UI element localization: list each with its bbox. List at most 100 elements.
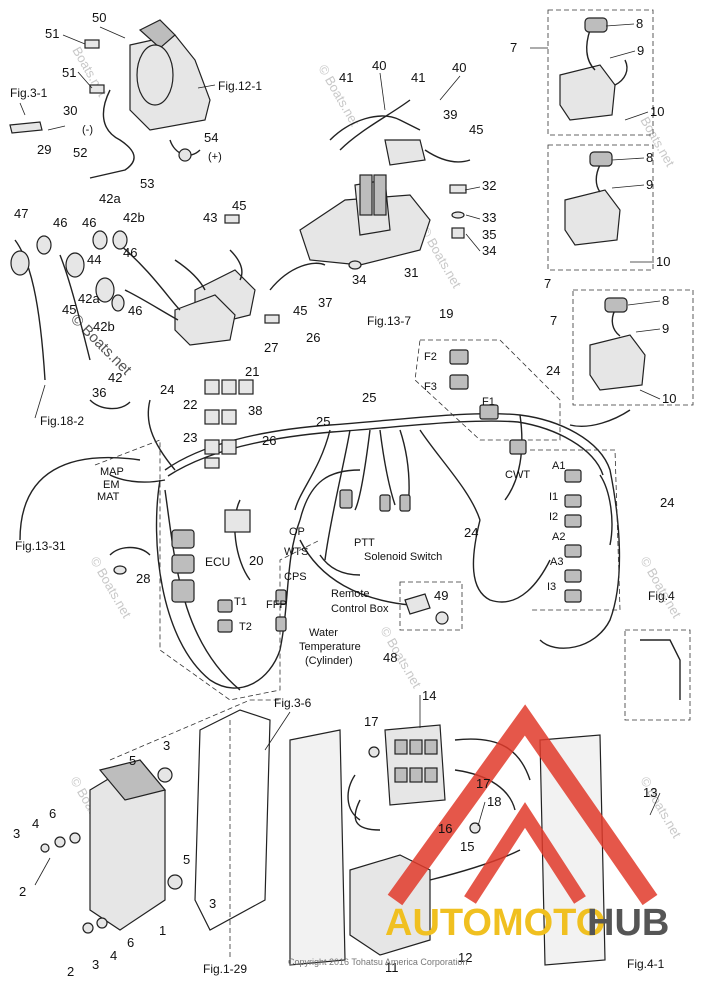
part-number: 4 <box>32 816 39 831</box>
part-number: 3 <box>163 738 170 753</box>
label-cps: CPS <box>284 571 307 583</box>
part-number: 51 <box>45 26 59 41</box>
part-number: 9 <box>646 177 653 192</box>
part-number: 8 <box>636 16 643 31</box>
label-temperature: Temperature <box>299 641 361 653</box>
part-number: 14 <box>422 688 436 703</box>
watermark-text: Boats.net <box>637 114 678 169</box>
label-plus: (+) <box>208 151 222 163</box>
part-number: 15 <box>460 839 474 854</box>
label-mat: MAT <box>97 491 120 503</box>
part-number: 43 <box>203 210 217 225</box>
part-number: 32 <box>482 178 496 193</box>
part-number: 3 <box>92 957 99 972</box>
label-cwt: CWT <box>505 469 530 481</box>
fig-ref: Fig.4-1 <box>627 957 665 971</box>
part-number: 50 <box>92 10 106 25</box>
part-number: 46 <box>53 215 67 230</box>
part-number: 12 <box>458 950 472 965</box>
part-number: 10 <box>656 254 670 269</box>
automotohub-logo: AUTOMOTO HUB <box>385 704 669 944</box>
sensor-connector-group <box>530 449 691 721</box>
part-number: 16 <box>438 821 452 836</box>
part-number: 9 <box>662 321 669 336</box>
part-number: 38 <box>248 403 262 418</box>
part-number: 4 <box>110 948 117 963</box>
fig-ref: Fig.1-29 <box>203 962 247 976</box>
part-number: 31 <box>404 265 418 280</box>
relay-bracket-group <box>299 99 471 270</box>
fig-ref: Fig.18-2 <box>40 414 84 428</box>
part-number: 2 <box>67 964 74 979</box>
label-i2: I2 <box>549 511 558 523</box>
part-number: 6 <box>127 935 134 950</box>
part-number: 46 <box>128 303 142 318</box>
relay-group <box>10 214 326 410</box>
label-op: OP <box>289 526 305 538</box>
part-number: 44 <box>87 252 101 267</box>
label-em: EM <box>103 479 120 491</box>
part-number: 21 <box>245 364 259 379</box>
part-number: 24 <box>160 382 174 397</box>
label-ecu: ECU <box>205 555 230 569</box>
part-number: 30 <box>63 103 77 118</box>
label-f1: F1 <box>482 396 495 408</box>
label-wts: WTS <box>284 546 308 558</box>
label-a1: A1 <box>552 460 565 472</box>
part-number: 6 <box>49 806 56 821</box>
copyright-text: Copyright 2016 Tohatsu America Corporati… <box>288 957 467 967</box>
part-number: 46 <box>82 215 96 230</box>
fig-ref: Fig.12-1 <box>218 79 262 93</box>
part-number: 42b <box>123 210 145 225</box>
figure-references: Fig.3-1 Fig.12-1 Fig.13-7 Fig.18-2 Fig.1… <box>10 79 675 976</box>
ignition-coil-group <box>547 9 694 427</box>
logo-text-hub: HUB <box>587 902 669 944</box>
part-number: 3 <box>13 826 20 841</box>
watermark-text: © Boats.net <box>637 554 684 621</box>
part-number: 42b <box>93 319 115 334</box>
part-number: 24 <box>546 363 560 378</box>
label-map: MAP <box>100 466 124 478</box>
part-number: 51 <box>62 65 76 80</box>
part-number: 5 <box>129 753 136 768</box>
part-number: 52 <box>73 145 87 160</box>
part-number: 41 <box>411 70 425 85</box>
label-a3: A3 <box>550 556 563 568</box>
part-number: 45 <box>232 198 246 213</box>
label-i1: I1 <box>549 491 558 503</box>
part-number: 2 <box>19 884 26 899</box>
part-number: 47 <box>14 206 28 221</box>
part-number: 25 <box>316 414 330 429</box>
part-number: 7 <box>550 313 557 328</box>
label-i3: I3 <box>547 581 556 593</box>
part-number: 42a <box>78 291 100 306</box>
part-number: 27 <box>264 340 278 355</box>
label-remote: Remote <box>331 588 370 600</box>
label-control-box: Control Box <box>331 603 389 615</box>
label-a2: A2 <box>552 531 565 543</box>
part-number: 8 <box>646 150 653 165</box>
part-number: 22 <box>183 397 197 412</box>
part-number: 17 <box>364 714 378 729</box>
part-number: 26 <box>262 433 276 448</box>
part-number: 54 <box>204 130 218 145</box>
part-number: 40 <box>452 60 466 75</box>
component-labels: MAP EM MAT ECU OP WTS CPS FFP T1 T2 F1 F… <box>82 124 565 667</box>
part-number: 13 <box>643 785 657 800</box>
part-number: 35 <box>482 227 496 242</box>
watermark-text: © Boats.net <box>87 554 134 621</box>
part-number: 1 <box>159 923 166 938</box>
part-number: 25 <box>362 390 376 405</box>
part-number: 11 <box>385 960 399 975</box>
part-number: 28 <box>136 571 150 586</box>
starter-motor-group <box>9 19 211 179</box>
fig-ref: Fig.4 <box>648 589 675 603</box>
label-cylinder: (Cylinder) <box>305 655 353 667</box>
label-f2: F2 <box>424 351 437 363</box>
part-number: 45 <box>62 302 76 317</box>
fig-ref: Fig.3-6 <box>274 696 312 710</box>
ecu-connector-group <box>94 439 463 701</box>
label-minus: (-) <box>82 124 93 136</box>
label-water: Water <box>309 627 338 639</box>
